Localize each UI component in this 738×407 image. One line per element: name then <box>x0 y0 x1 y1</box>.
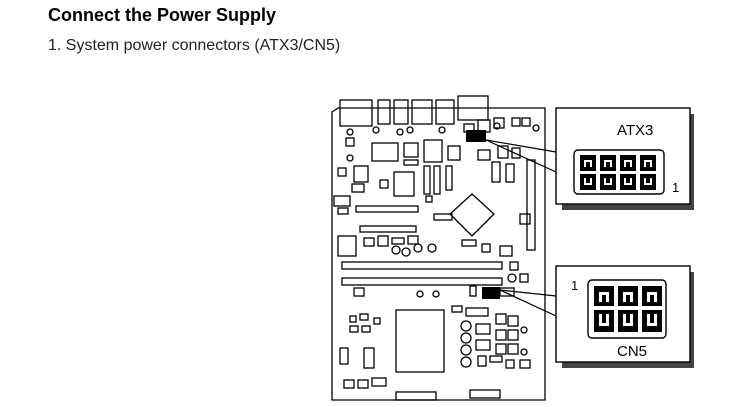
atx3-label: ATX3 <box>617 122 653 139</box>
atx3-callout: ATX3 1 <box>555 107 694 210</box>
cn5-callout: 1 CN5 <box>555 265 694 368</box>
callout-leaders <box>485 139 557 317</box>
section-title: Connect the Power Supply <box>48 5 277 25</box>
motherboard-board <box>331 95 546 401</box>
atx3-board-location <box>466 130 486 142</box>
cn5-label: CN5 <box>617 343 647 360</box>
cn5-board-location <box>482 287 500 299</box>
atx3-pin1-label: 1 <box>672 180 679 195</box>
section-item: 1. System power connectors (ATX3/CN5) <box>48 37 341 54</box>
cn5-pin1-label: 1 <box>571 278 578 293</box>
